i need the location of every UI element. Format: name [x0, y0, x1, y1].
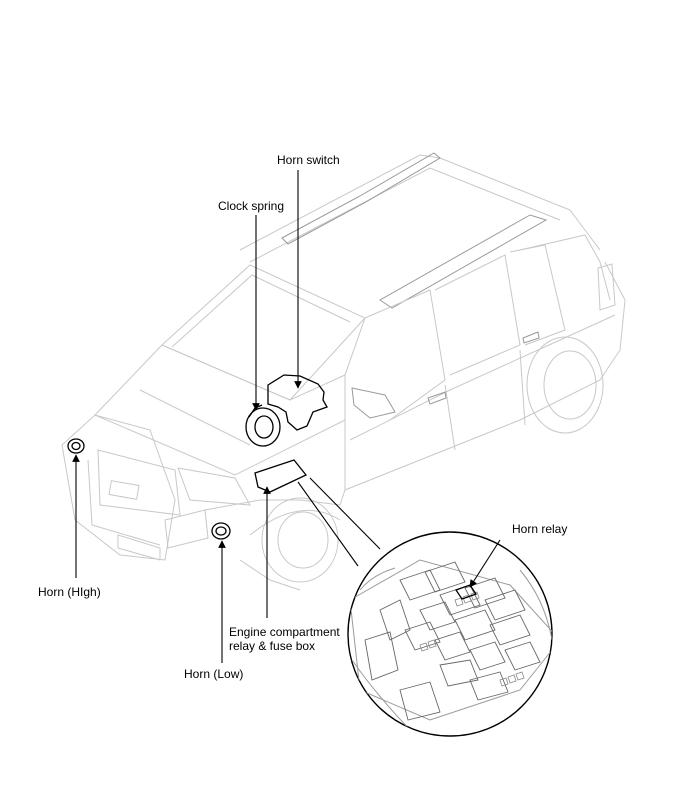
fuse-box-detail-view	[347, 531, 553, 737]
fuse-box-label-line1: Engine compartment	[229, 625, 340, 639]
leader-lines	[72, 170, 501, 663]
fuse-box-label-line2: relay & fuse box	[229, 639, 316, 653]
horn-switch-label: Horn switch	[277, 153, 340, 167]
horn-switch-pad	[267, 374, 328, 431]
horn-relay-label: Horn relay	[512, 522, 568, 536]
clock-spring-part	[245, 404, 281, 447]
horn-relay-part	[454, 584, 478, 600]
zoom-callout-lines	[297, 477, 381, 567]
fuse-box-part	[254, 459, 308, 493]
horn-high-part	[67, 438, 85, 454]
clock-spring-label: Clock spring	[218, 199, 285, 213]
vehicle-outline	[61, 152, 626, 591]
horn-high-label: Horn (HIgh)	[38, 585, 101, 599]
horn-low-part	[211, 522, 231, 540]
horn-low-label: Horn (Low)	[184, 667, 244, 681]
